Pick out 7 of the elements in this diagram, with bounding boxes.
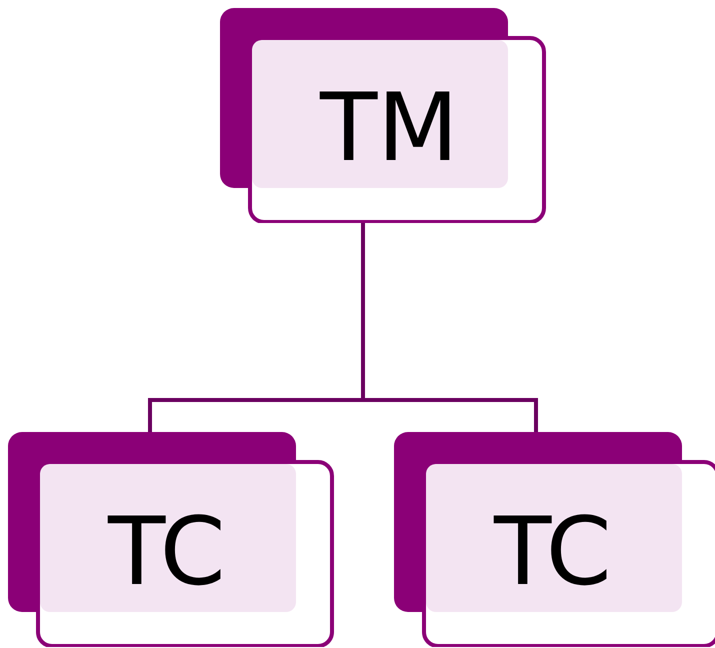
node-label: TC xyxy=(494,506,612,600)
node-label: TM xyxy=(320,82,459,176)
stacked-card-box xyxy=(8,432,334,647)
stacked-card-box xyxy=(394,432,715,647)
stacked-card-box xyxy=(220,8,546,223)
node-label: TC xyxy=(108,506,226,600)
connector-line xyxy=(361,223,538,432)
